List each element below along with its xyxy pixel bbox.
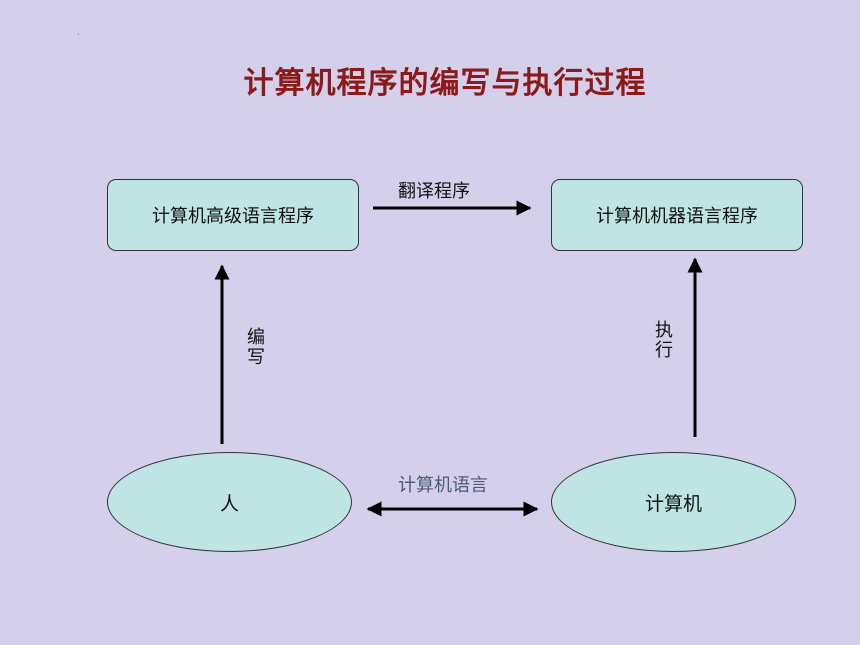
node-person-label: 人 [219, 492, 239, 515]
node-high-level-program-label: 计算机高级语言程序 [152, 206, 314, 227]
slide-title: 计算机程序的编写与执行过程 [243, 66, 647, 101]
node-computer: 计算机 [551, 452, 796, 552]
edge-label-translate: 翻译程序 [398, 181, 470, 202]
node-machine-program: 计算机机器语言程序 [551, 179, 803, 251]
node-person: 人 [107, 452, 352, 552]
slide-dot: · [77, 30, 80, 39]
edge-label-computer-language: 计算机语言 [398, 475, 488, 496]
edge-label-write: 编写 [244, 327, 265, 367]
node-computer-label: 计算机 [644, 492, 702, 515]
edge-label-execute: 执行 [652, 320, 673, 360]
node-machine-program-label: 计算机机器语言程序 [596, 206, 758, 227]
node-high-level-program: 计算机高级语言程序 [107, 179, 359, 251]
